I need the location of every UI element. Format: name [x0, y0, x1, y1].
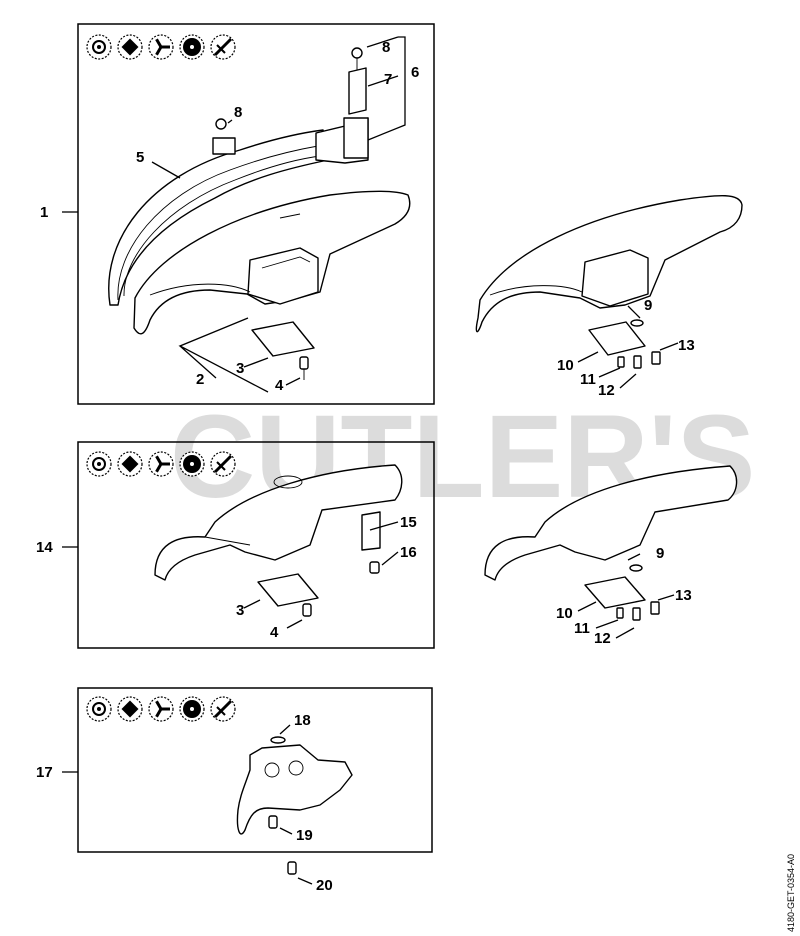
circular-saw-icon — [179, 34, 205, 60]
plate-part-10 — [588, 321, 646, 356]
screw-part-8 — [215, 118, 227, 130]
brush-knife-icon — [210, 451, 236, 477]
holder-part-7 — [348, 47, 367, 115]
label-part-11: 11 — [580, 371, 596, 388]
leader-lines — [62, 36, 679, 885]
label-part-6: 6 — [411, 64, 419, 81]
group-box-17 — [77, 687, 433, 853]
label-part-14: 14 — [36, 539, 53, 556]
label-part-1: 1 — [40, 204, 48, 221]
square-cutter-icon — [117, 451, 143, 477]
label-part-10b: 10 — [556, 605, 573, 622]
label-part-15: 15 — [400, 514, 417, 531]
circular-saw-icon — [179, 451, 205, 477]
label-part-9: 9 — [644, 297, 652, 314]
three-blade-icon — [148, 696, 174, 722]
holder-part-15 — [361, 511, 381, 551]
label-part-4b: 4 — [270, 624, 279, 641]
group-box-14 — [77, 441, 435, 649]
square-cutter-icon — [117, 696, 143, 722]
three-blade-icon — [148, 451, 174, 477]
label-part-3b: 3 — [236, 602, 244, 619]
guard-part-14 — [154, 464, 403, 581]
plate-part-3 — [251, 321, 315, 357]
label-part-12: 12 — [598, 382, 615, 399]
screws-parts-11-12-13 — [617, 351, 661, 369]
circular-saw-icon — [179, 696, 205, 722]
label-part-3: 3 — [236, 360, 244, 377]
bracket-part-6 — [315, 117, 369, 164]
label-part-9b: 9 — [656, 545, 664, 562]
icon-row-1 — [86, 34, 236, 60]
label-part-7: 7 — [384, 71, 392, 88]
group-box-1 — [77, 23, 435, 405]
brush-knife-icon — [210, 696, 236, 722]
label-part-13: 13 — [678, 337, 695, 354]
guard-variant-right-14 — [484, 465, 738, 581]
screw-part-19 — [268, 815, 278, 829]
grass-blade-icon — [86, 451, 112, 477]
screw-part-4b — [302, 603, 312, 617]
label-part-18: 18 — [294, 712, 311, 729]
screw-part-16 — [369, 561, 380, 574]
label-part-8b: 8 — [234, 104, 242, 121]
washer-part-9 — [630, 319, 644, 327]
label-part-16: 16 — [400, 544, 417, 561]
label-part-11b: 11 — [574, 620, 590, 637]
guard-part-1 — [133, 190, 411, 335]
guard-part-17 — [236, 744, 353, 835]
deflector-strip-part-5 — [108, 129, 329, 306]
icon-row-3 — [86, 696, 236, 722]
washer-part-9b — [629, 564, 643, 572]
grass-blade-icon — [86, 34, 112, 60]
screws-parts-11-12-13b — [616, 601, 660, 621]
guard-variant-right-1 — [475, 194, 743, 333]
label-part-20: 20 — [316, 877, 333, 894]
label-part-8: 8 — [382, 39, 390, 56]
label-part-5: 5 — [136, 149, 144, 166]
label-part-2: 2 — [196, 371, 204, 388]
icon-row-2 — [86, 451, 236, 477]
label-part-13b: 13 — [675, 587, 692, 604]
label-part-10: 10 — [557, 357, 574, 374]
plate-part-3b — [257, 573, 319, 607]
square-cutter-icon — [117, 34, 143, 60]
three-blade-icon — [148, 34, 174, 60]
screw-part-20 — [287, 861, 297, 875]
grass-blade-icon — [86, 696, 112, 722]
label-part-12b: 12 — [594, 630, 611, 647]
drawing-code: 4180-GET-0354-A0 — [786, 854, 796, 932]
label-part-19: 19 — [296, 827, 313, 844]
screw-part-4 — [299, 356, 309, 380]
label-part-4: 4 — [275, 377, 284, 394]
washer-part-18 — [270, 736, 286, 744]
label-part-17: 17 — [36, 764, 53, 781]
brush-knife-icon — [210, 34, 236, 60]
plate-part-10b — [584, 576, 646, 609]
